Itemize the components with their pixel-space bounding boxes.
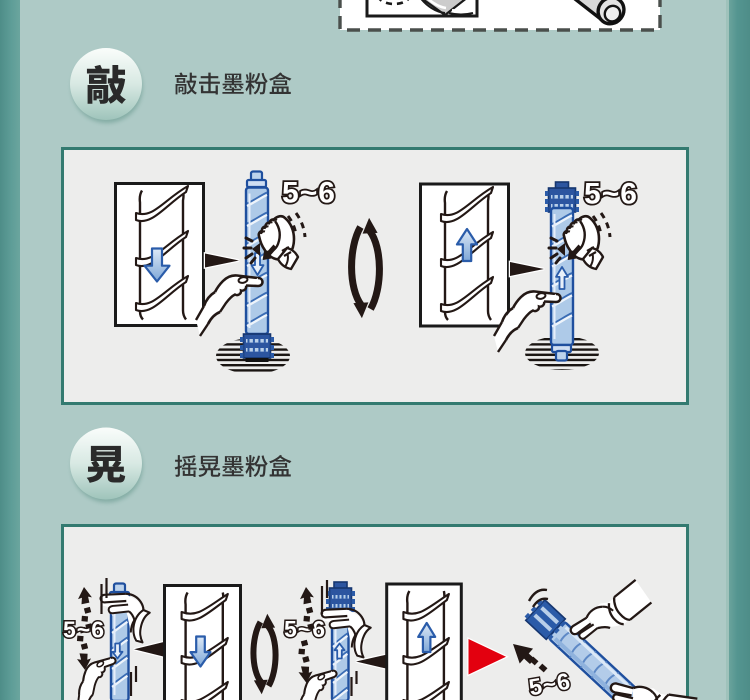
svg-text:5~6: 5~6 [282, 177, 336, 210]
svg-text:5~6: 5~6 [63, 617, 105, 643]
svg-text:5~6: 5~6 [584, 178, 638, 211]
